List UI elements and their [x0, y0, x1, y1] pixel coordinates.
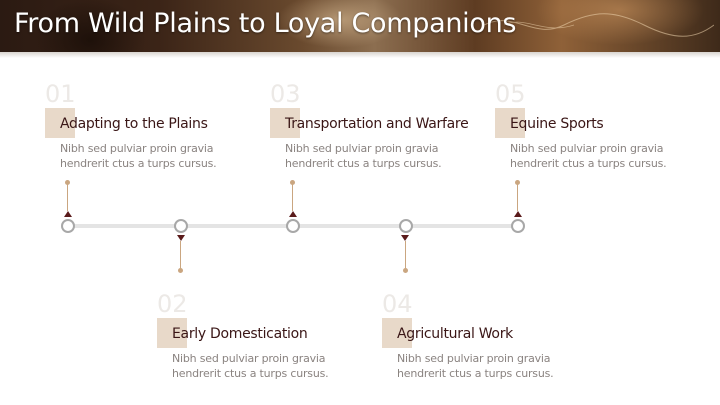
timeline-node-2: [174, 219, 188, 233]
connector-line: [67, 183, 68, 211]
ornament-decoration: [484, 13, 714, 37]
milestone-number: 01: [45, 80, 76, 108]
milestone-title: Transportation and Warfare: [285, 116, 469, 132]
milestone-4: 04 Agricultural Work Nibh sed pulviar pr…: [382, 292, 582, 392]
timeline-node-1: [61, 219, 75, 233]
milestone-description: Nibh sed pulviar proin gravia hendrerit …: [510, 142, 667, 170]
connector-line: [405, 241, 406, 269]
milestone-number: 02: [157, 290, 188, 318]
connector-dot: [178, 268, 183, 273]
accent-box: [157, 318, 187, 348]
marker-down-icon: [177, 235, 185, 241]
milestone-1: 01 Adapting to the Plains Nibh sed pulvi…: [45, 82, 245, 182]
milestone-2: 02 Early Domestication Nibh sed pulviar …: [157, 292, 357, 392]
milestone-description: Nibh sed pulviar proin gravia hendrerit …: [60, 142, 217, 170]
marker-up-icon: [514, 211, 522, 217]
timeline-node-3: [286, 219, 300, 233]
header-shadow: [0, 52, 720, 58]
connector-dot: [65, 180, 70, 185]
connector-line: [517, 183, 518, 211]
marker-down-icon: [401, 235, 409, 241]
milestone-description: Nibh sed pulviar proin gravia hendrerit …: [285, 142, 442, 170]
milestone-description: Nibh sed pulviar proin gravia hendrerit …: [397, 352, 554, 380]
accent-box: [270, 108, 300, 138]
connector-line: [292, 183, 293, 211]
connector-dot: [403, 268, 408, 273]
page-title: From Wild Plains to Loyal Companions: [14, 8, 517, 39]
milestone-3: 03 Transportation and Warfare Nibh sed p…: [270, 82, 470, 182]
milestone-5: 05 Equine Sports Nibh sed pulviar proin …: [495, 82, 695, 182]
accent-box: [382, 318, 412, 348]
milestone-number: 05: [495, 80, 526, 108]
milestone-title: Equine Sports: [510, 116, 604, 132]
milestone-title: Early Domestication: [172, 326, 308, 342]
accent-box: [45, 108, 75, 138]
marker-up-icon: [289, 211, 297, 217]
timeline-node-4: [399, 219, 413, 233]
milestone-description: Nibh sed pulviar proin gravia hendrerit …: [172, 352, 329, 380]
connector-dot: [515, 180, 520, 185]
connector-line: [180, 241, 181, 269]
header-banner: From Wild Plains to Loyal Companions: [0, 0, 720, 52]
connector-dot: [290, 180, 295, 185]
marker-up-icon: [64, 211, 72, 217]
milestone-number: 03: [270, 80, 301, 108]
timeline-node-5: [511, 219, 525, 233]
milestone-title: Adapting to the Plains: [60, 116, 208, 132]
milestone-title: Agricultural Work: [397, 326, 513, 342]
milestone-number: 04: [382, 290, 413, 318]
accent-box: [495, 108, 525, 138]
